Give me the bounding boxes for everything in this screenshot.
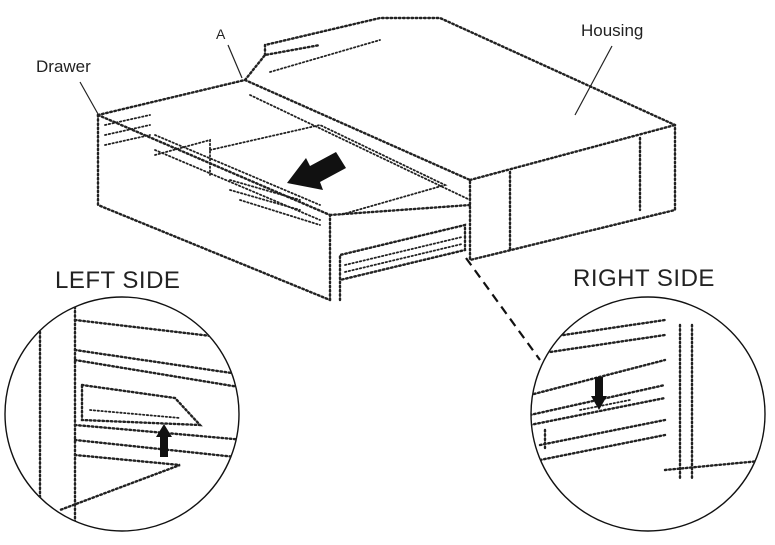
left-detail-upper-rail: [73, 348, 239, 390]
housing-side-rail: [249, 94, 471, 201]
arrow-down-icon: [591, 377, 607, 410]
a-leader-line: [227, 44, 243, 79]
drawer-floor-hatching: [229, 179, 321, 226]
drawer-front-right: [328, 203, 472, 217]
arrow-down-left-icon: [287, 152, 346, 190]
housing-front-top-edge: [468, 123, 677, 182]
drawer-inner-corner: [154, 138, 211, 176]
left-side-label: LEFT SIDE: [55, 267, 181, 294]
drawer-rail-hatch-2: [344, 243, 463, 273]
left-detail-bracket-inner: [89, 409, 181, 419]
drawer-tray-floor: [209, 124, 448, 216]
housing-outline: [263, 16, 677, 262]
right-detail-floor: [663, 458, 765, 472]
housing-leader-line: [574, 45, 613, 116]
left-detail-circle: [4, 296, 240, 532]
arrow-up-icon: [156, 424, 172, 457]
left-detail-base: [58, 453, 181, 512]
right-detail-circle: [530, 296, 766, 532]
housing-front-left-edge: [243, 78, 472, 262]
right-detail-slot: [579, 399, 631, 411]
a-label: A: [216, 26, 226, 42]
left-detail-top-rail: [73, 318, 239, 342]
drawer-rail-hatch-1: [344, 236, 463, 266]
drawer-left-outline: [96, 113, 332, 302]
housing-top-inner: [269, 39, 381, 73]
right-side-detail: [530, 296, 766, 532]
housing-label: Housing: [581, 21, 644, 40]
drawer-back-top: [96, 78, 247, 117]
right-detail-wall: [678, 323, 694, 482]
right-side-label: RIGHT SIDE: [573, 265, 715, 292]
drawer-front-rail: [338, 223, 467, 302]
right-detail-lower-rail: [538, 418, 667, 462]
left-side-detail: [4, 296, 240, 532]
housing: [243, 16, 677, 262]
drawer-side-hatching: [104, 114, 151, 146]
drawer: [96, 78, 472, 302]
left-detail-bracket: [80, 383, 203, 427]
housing-back-edge: [243, 43, 322, 82]
drawer-label: Drawer: [36, 57, 91, 76]
detail-connector-line: [465, 257, 541, 361]
drawer-leader-line: [79, 81, 99, 115]
